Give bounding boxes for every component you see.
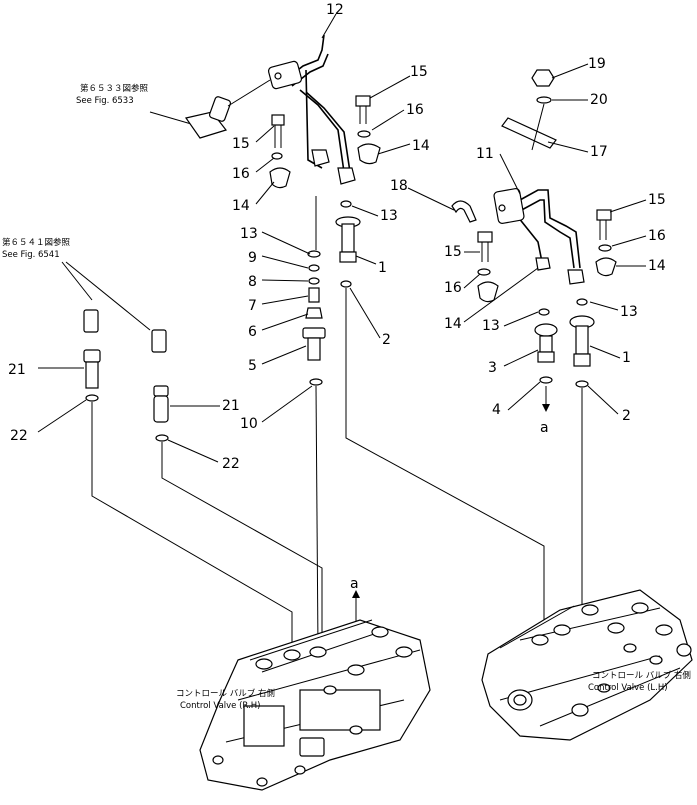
callout-22: 22 [10, 428, 28, 444]
pipe-12 [267, 34, 356, 185]
callout-12: 12 [326, 2, 344, 18]
callout-14: 14 [412, 138, 430, 154]
callout-14: 14 [232, 198, 250, 214]
callout-15: 15 [410, 64, 428, 80]
fitting-3-right [534, 308, 558, 412]
callout-2: 2 [622, 408, 631, 424]
callout-2: 2 [382, 332, 391, 348]
valve-rh-jp: コントロール バルブ 右側 [176, 688, 275, 699]
bolt-15-left-lower [355, 95, 381, 165]
ref-6533-jp: 第６５３３図参照 [80, 83, 149, 94]
bolt-15-right-lower [477, 231, 499, 303]
bolt-15-right-upper [595, 209, 617, 277]
fitting-1-left [335, 200, 361, 288]
fitting-21-left [83, 349, 101, 402]
adapter-fig6533 [149, 79, 271, 139]
leader-lines [37, 13, 647, 463]
callout-13: 13 [240, 226, 258, 242]
callout-15: 15 [648, 192, 666, 208]
callout-5: 5 [248, 358, 257, 374]
callout-14: 14 [648, 258, 666, 274]
callout-21: 21 [222, 398, 240, 414]
callout-16: 16 [648, 228, 666, 244]
fitting-stack-left [302, 196, 326, 386]
bolt-15-left-upper [269, 114, 291, 189]
callout-15: 15 [444, 244, 462, 260]
control-valve-rh [199, 619, 431, 791]
callout-3: 3 [488, 360, 497, 376]
callout-15: 15 [232, 136, 250, 152]
callout-18: 18 [390, 178, 408, 194]
callout-a: a [540, 420, 549, 436]
callout-22: 22 [222, 456, 240, 472]
callout-17: 17 [590, 144, 608, 160]
fitting-21-right [153, 385, 169, 442]
ref-6541-jp: 第６５４１図参照 [2, 237, 71, 248]
u-bolt-18 [451, 200, 477, 223]
callout-7: 7 [248, 298, 257, 314]
callout-20: 20 [590, 92, 608, 108]
callout-16: 16 [406, 102, 424, 118]
ref-6541-en: See Fig. 6541 [2, 250, 60, 260]
callout-13: 13 [482, 318, 500, 334]
callout-19: 19 [588, 56, 606, 72]
callout-8: 8 [248, 274, 257, 290]
pipe-11 [493, 188, 585, 285]
callout-4: 4 [492, 402, 501, 418]
callout-1: 1 [378, 260, 387, 276]
control-valve-lh [481, 589, 693, 741]
callout-9: 9 [248, 250, 257, 266]
callout-a: a [350, 576, 359, 592]
callout-11: 11 [476, 146, 494, 162]
callout-14: 14 [444, 316, 462, 332]
callout-16: 16 [444, 280, 462, 296]
valve-lh-jp: コントロール バルブ 右側 [592, 670, 691, 681]
callout-10: 10 [240, 416, 258, 432]
callout-13: 13 [620, 304, 638, 320]
ref-6533-en: See Fig. 6533 [76, 96, 134, 106]
valve-lh-en: Control Valve (L.H) [588, 683, 668, 693]
reference-labels: 第６５３３図参照 See Fig. 6533 第６５４１図参照 See Fig.… [2, 83, 691, 711]
callout-21: 21 [8, 362, 26, 378]
nut-19-washer-20-bracket-17 [501, 69, 557, 151]
callout-1: 1 [622, 350, 631, 366]
callout-16: 16 [232, 166, 250, 182]
callouts: 12 15 16 14 15 16 14 13 13 9 8 7 6 1 2 5… [8, 2, 666, 592]
valve-rh-en: Control Valve (R.H) [180, 701, 260, 711]
fig6541-connectors [61, 261, 167, 353]
callout-6: 6 [248, 324, 257, 340]
fitting-1-right [569, 298, 595, 388]
callout-13: 13 [380, 208, 398, 224]
